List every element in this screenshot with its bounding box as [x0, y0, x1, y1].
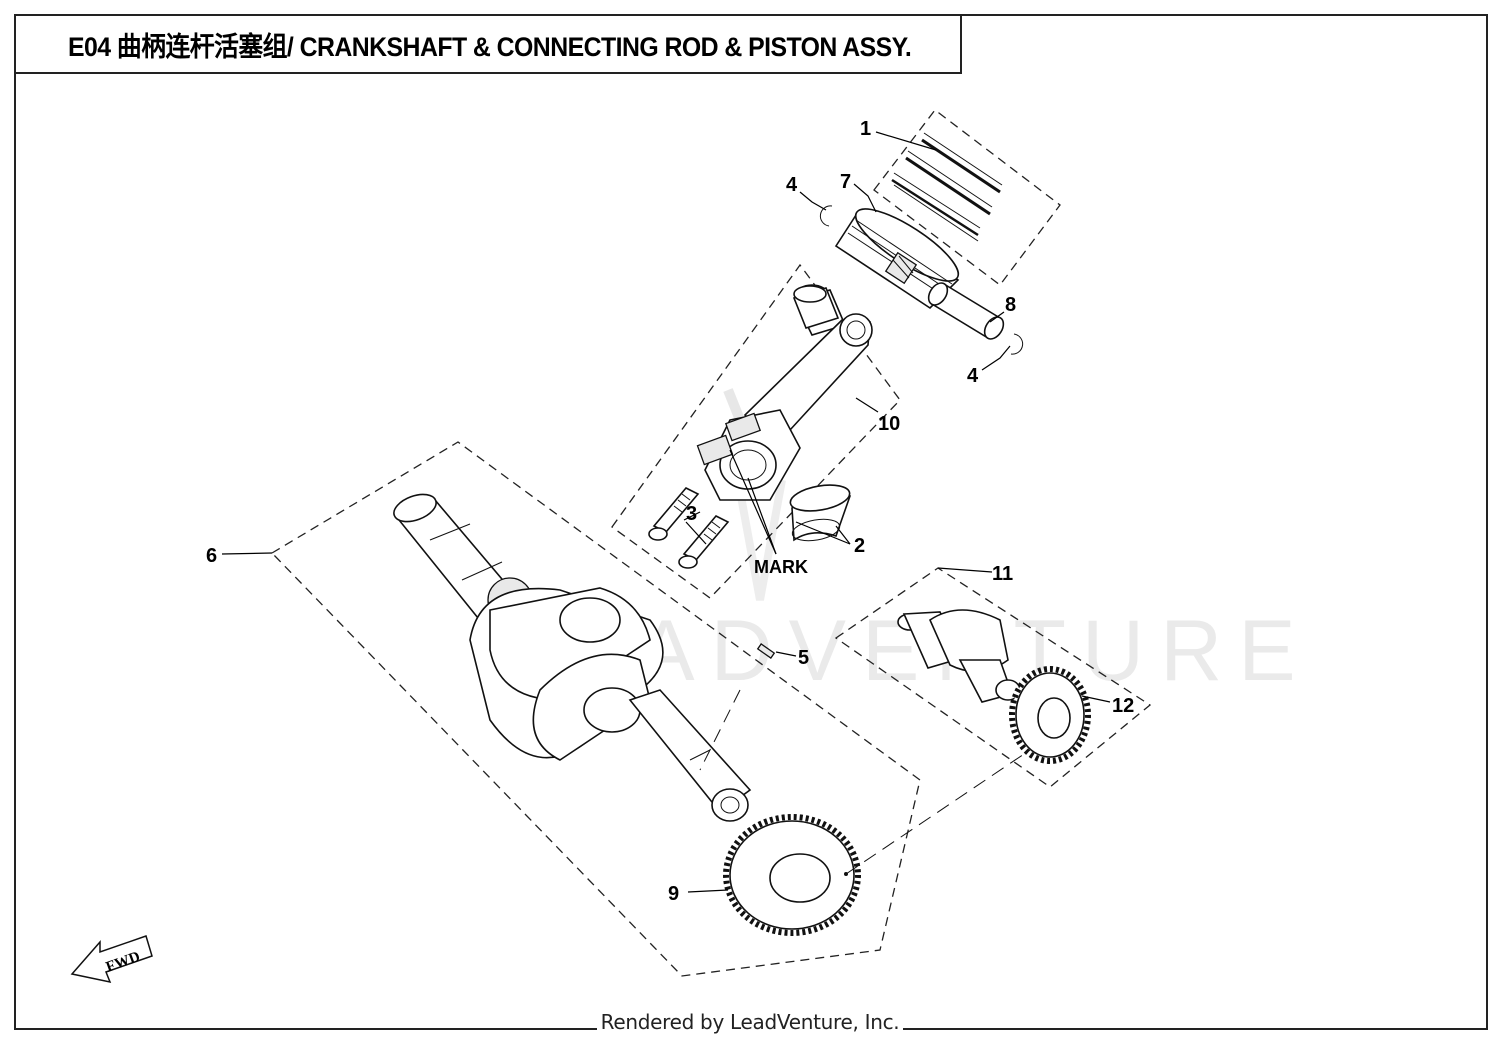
- leader-7: [853, 183, 877, 213]
- leader-mark-b: [729, 449, 777, 555]
- leader-1: [875, 131, 937, 151]
- leader-2a: [835, 525, 851, 545]
- callout-4-lower: 4: [967, 365, 979, 387]
- forward-arrow-icon: FWD: [70, 935, 153, 984]
- callout-12: 12: [1112, 695, 1134, 717]
- callout-6: 6: [206, 545, 217, 567]
- crankshaft-group-outline: [270, 441, 921, 977]
- balance-shaft-gear: [1009, 666, 1091, 764]
- piston: [834, 208, 960, 310]
- callout-10: 10: [878, 413, 900, 435]
- page-title: E04 曲柄连杆活塞组/ CRANKSHAFT & CONNECTING ROD…: [68, 31, 912, 62]
- callout-8: 8: [1005, 294, 1016, 316]
- leader-mark: [747, 477, 777, 555]
- callout-2: 2: [854, 535, 865, 557]
- connecting-rod-bolts: [648, 487, 730, 569]
- piston-ring-group-outline: [873, 109, 1061, 286]
- balance-shaft: [897, 609, 1021, 703]
- leader-5: [775, 651, 797, 657]
- title-box: E04 曲柄连杆活塞组/ CRANKSHAFT & CONNECTING ROD…: [14, 14, 962, 74]
- mark-label: MARK: [754, 557, 808, 577]
- woodruff-key: [756, 643, 776, 659]
- footer-credit: Rendered by LeadVenture, Inc.: [0, 1010, 1500, 1034]
- crankshaft: [393, 493, 752, 822]
- big-end-bearing-shells: [789, 484, 852, 542]
- callout-4-upper: 4: [786, 174, 798, 196]
- leader-9: [687, 889, 729, 893]
- piston-pin-clip-lower: [1010, 333, 1024, 355]
- connecting-rod-group-outline: [611, 263, 901, 599]
- piston-rings: [891, 132, 1003, 242]
- leader-12: [1081, 695, 1111, 703]
- small-end-bushing: [792, 285, 840, 329]
- callout-11: 11: [992, 563, 1013, 585]
- gear-mesh-guide-line: [845, 749, 1031, 875]
- leader-11: [937, 567, 993, 573]
- crankshaft-gear: [723, 814, 861, 936]
- piston-pin-clip-upper: [819, 205, 833, 227]
- callout-7: 7: [840, 171, 851, 193]
- footer-text: Rendered by LeadVenture, Inc.: [596, 1010, 904, 1034]
- callout-1: 1: [860, 118, 871, 140]
- leader-4-lower: [981, 345, 1011, 371]
- leader-10: [855, 397, 879, 413]
- leader-3a: [683, 511, 701, 521]
- leader-2b: [795, 521, 851, 545]
- balance-shaft-group-outline: [834, 567, 1152, 788]
- callout-9: 9: [668, 883, 679, 905]
- leader-8: [989, 311, 1005, 323]
- leader-6: [221, 552, 273, 555]
- leader-4-upper: [799, 191, 827, 211]
- callout-5: 5: [798, 647, 809, 669]
- callout-3: 3: [686, 503, 697, 525]
- piston-pin: [927, 282, 1005, 340]
- leader-3b: [685, 521, 707, 545]
- crank-gear-guide-line: [699, 689, 741, 771]
